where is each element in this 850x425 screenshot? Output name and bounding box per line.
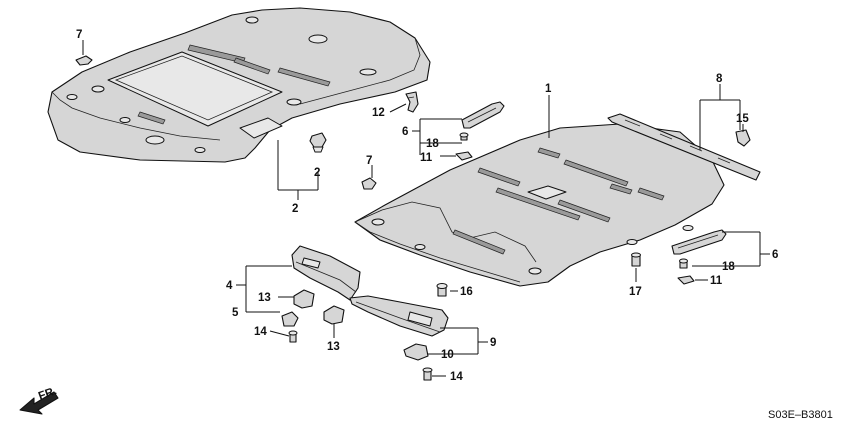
callout-14: 14 [254, 326, 267, 338]
coat-hook-part-12 [405, 91, 419, 113]
callout-11: 11 [710, 275, 723, 287]
visor-bracket-part-10 [403, 343, 429, 361]
cap-part-11-upper [455, 151, 473, 161]
callout-6: 6 [772, 249, 778, 261]
visor-holder-part-13-lower [323, 305, 345, 325]
grab-handle-part-6-upper [461, 101, 505, 129]
callout-1: 1 [545, 83, 552, 95]
clip-part-16 [436, 283, 448, 297]
headliner-main-panel [354, 123, 725, 287]
screw-part-18-lower [679, 258, 688, 269]
visor-bracket-part-5 [281, 311, 299, 327]
clip-part-7-middle [361, 177, 377, 190]
screw-part-14-lower [422, 367, 433, 381]
clip-part-3 [309, 132, 327, 153]
clip-part-15 [735, 129, 751, 147]
callout-2: 2 [292, 203, 298, 215]
callout-13: 13 [258, 292, 271, 304]
cap-part-11-lower [677, 275, 695, 285]
callout-11: 11 [420, 152, 433, 164]
direction-label: FR. [37, 385, 59, 403]
callout-7: 7 [76, 29, 82, 41]
headliner-sunroof-panel [47, 7, 431, 163]
callout-13: 13 [327, 341, 340, 353]
callout-5: 5 [232, 307, 239, 319]
callout-7: 7 [366, 155, 372, 167]
callout-3: 2 [314, 167, 320, 179]
screw-part-14-upper [288, 330, 298, 343]
front-direction-arrow [19, 391, 59, 415]
drawing-code: S03E–B3801 [768, 409, 833, 421]
callout-12: 12 [372, 107, 385, 119]
callout-14: 14 [450, 371, 463, 383]
callout-labels: 7 2 2 7 12 6 18 11 1 8 15 6 18 11 4 13 5… [37, 29, 833, 421]
leader-lines [82, 40, 770, 377]
visor-holder-part-13-upper [293, 289, 315, 309]
callout-17: 17 [629, 286, 642, 298]
callout-18: 18 [722, 261, 735, 273]
screw-part-18-upper [459, 132, 469, 141]
callout-9: 9 [490, 337, 496, 349]
sun-visor-part-9 [349, 295, 449, 337]
callout-16: 16 [460, 286, 473, 298]
sun-visor-part-4 [291, 245, 361, 301]
callout-4: 4 [226, 280, 233, 292]
clip-part-17 [631, 252, 641, 267]
callout-15: 15 [736, 113, 749, 125]
callout-18: 18 [426, 138, 439, 150]
callout-6: 6 [402, 126, 408, 138]
callout-8: 8 [716, 73, 723, 85]
grab-handle-part-6-lower [671, 229, 727, 255]
callout-10: 10 [441, 349, 454, 361]
clip-part-7-upper [75, 48, 93, 66]
rear-rail-part-8 [607, 113, 761, 181]
